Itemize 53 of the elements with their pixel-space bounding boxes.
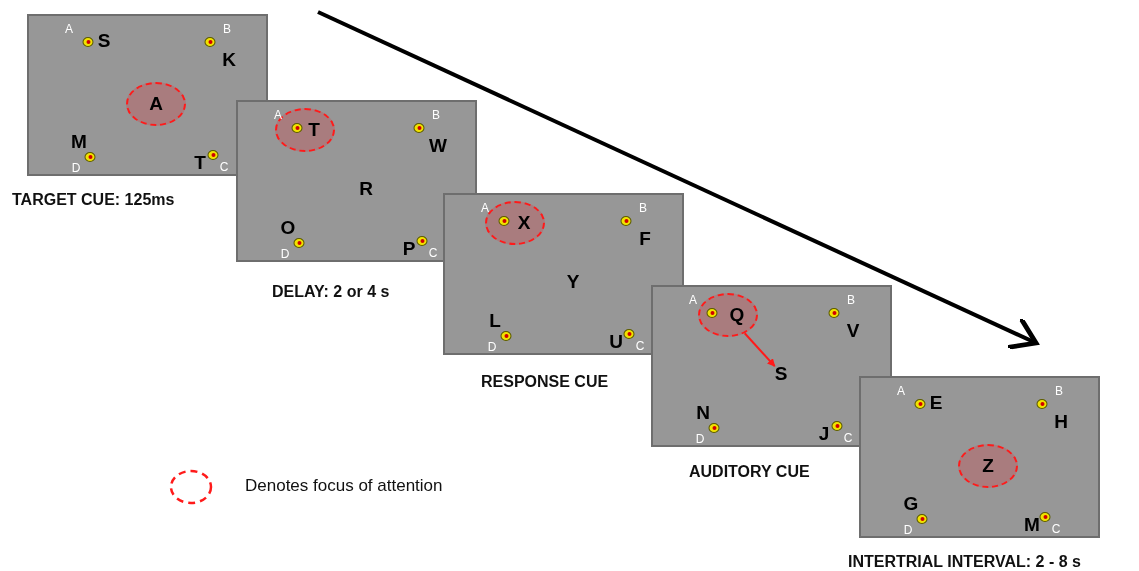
stimulus-letter: G — [903, 493, 919, 513]
stimulus-letter: T — [194, 152, 206, 172]
legend-text: Denotes focus of attention — [245, 476, 443, 496]
stimulus-screen — [236, 100, 477, 262]
focus-ellipse: Q — [698, 293, 758, 337]
location-label: D — [280, 248, 290, 260]
stimulus-letter: M — [71, 131, 87, 151]
stimulus-letter: U — [609, 331, 623, 351]
phase-label: AUDITORY CUE — [689, 463, 810, 481]
location-label: D — [487, 341, 497, 353]
location-label: C — [428, 247, 438, 259]
focus-ellipse: A — [126, 82, 186, 126]
location-label: B — [639, 202, 647, 214]
location-label: D — [695, 433, 705, 445]
phase-label: INTERTRIAL INTERVAL: 2 - 8 s — [848, 553, 1081, 571]
location-label: D — [71, 162, 81, 174]
stimulus-letter: L — [489, 310, 501, 330]
stimulus-letter: N — [696, 402, 710, 422]
stimulus-letter: P — [402, 238, 416, 258]
location-label: B — [847, 294, 855, 306]
stimulus-letter: W — [429, 135, 447, 155]
stimulus-letter: E — [929, 392, 943, 412]
location-label: A — [274, 109, 282, 121]
stimulus-letter: F — [639, 228, 651, 248]
stimulus-screen — [651, 285, 892, 447]
stimulus-letter: H — [1054, 411, 1068, 431]
stimulus-screen — [443, 193, 684, 355]
stimulus-letter: S — [97, 30, 111, 50]
location-label: A — [897, 385, 905, 397]
phase-label: DELAY: 2 or 4 s — [272, 283, 390, 301]
location-label: C — [1051, 523, 1061, 535]
stimulus-letter: Y — [566, 271, 580, 291]
location-label: B — [223, 23, 231, 35]
stimulus-screen — [27, 14, 268, 176]
phase-label: TARGET CUE: 125ms — [12, 191, 175, 209]
stimulus-screen — [859, 376, 1100, 538]
stimulus-letter: M — [1024, 514, 1040, 534]
arrow — [743, 332, 776, 368]
location-label: B — [1055, 385, 1063, 397]
focus-ellipse: Z — [958, 444, 1018, 488]
stimulus-letter: J — [818, 423, 830, 443]
location-label: A — [65, 23, 73, 35]
location-label: D — [903, 524, 913, 536]
stimulus-letter: V — [846, 320, 860, 340]
stimulus-letter: R — [359, 178, 373, 198]
stimulus-letter: K — [222, 49, 236, 69]
location-label: C — [635, 340, 645, 352]
stimulus-letter: O — [280, 217, 296, 237]
location-label: C — [219, 161, 229, 173]
location-label: C — [843, 432, 853, 444]
location-label: B — [432, 109, 440, 121]
phase-label: RESPONSE CUE — [481, 373, 609, 391]
stimulus-letter: S — [774, 363, 788, 383]
